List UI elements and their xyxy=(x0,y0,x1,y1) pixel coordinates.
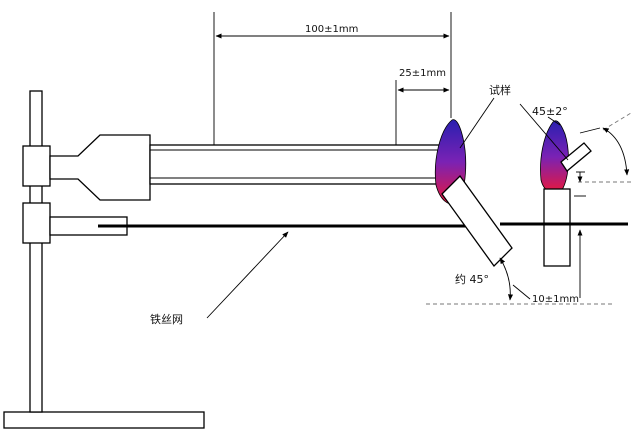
specimen-right xyxy=(560,142,592,172)
dimension-100-label: 100±1mm xyxy=(305,24,358,35)
lower-clamp-boss xyxy=(22,202,51,244)
specimen-label: 试样 xyxy=(489,83,511,97)
wire-gauze-label: 铁丝网 xyxy=(150,313,183,326)
burner-tube-right xyxy=(543,188,571,267)
dimension-25-label: 25±1mm xyxy=(399,68,446,79)
dimension-10: 10±1mm xyxy=(512,284,579,305)
angle-approx-45: 约 45° xyxy=(426,257,615,305)
dimension-10-label: 10±1mm xyxy=(532,294,579,305)
flame-right xyxy=(540,120,569,194)
dimension-25: 25±1mm xyxy=(395,68,450,145)
burner-body xyxy=(49,134,151,201)
specimen-left xyxy=(441,175,513,267)
burner xyxy=(49,134,464,201)
dimension-100: 100±1mm xyxy=(213,12,452,145)
burner-tube xyxy=(149,144,464,185)
angle-approx-45-label: 约 45° xyxy=(455,273,489,286)
upper-clamp-boss xyxy=(22,145,51,187)
retort-stand xyxy=(3,90,205,429)
stand-base xyxy=(3,411,205,429)
right-detail-view: 45±2° xyxy=(500,103,632,298)
stand-pole xyxy=(29,90,43,413)
angle-45-2-label: 45±2° xyxy=(532,105,568,118)
